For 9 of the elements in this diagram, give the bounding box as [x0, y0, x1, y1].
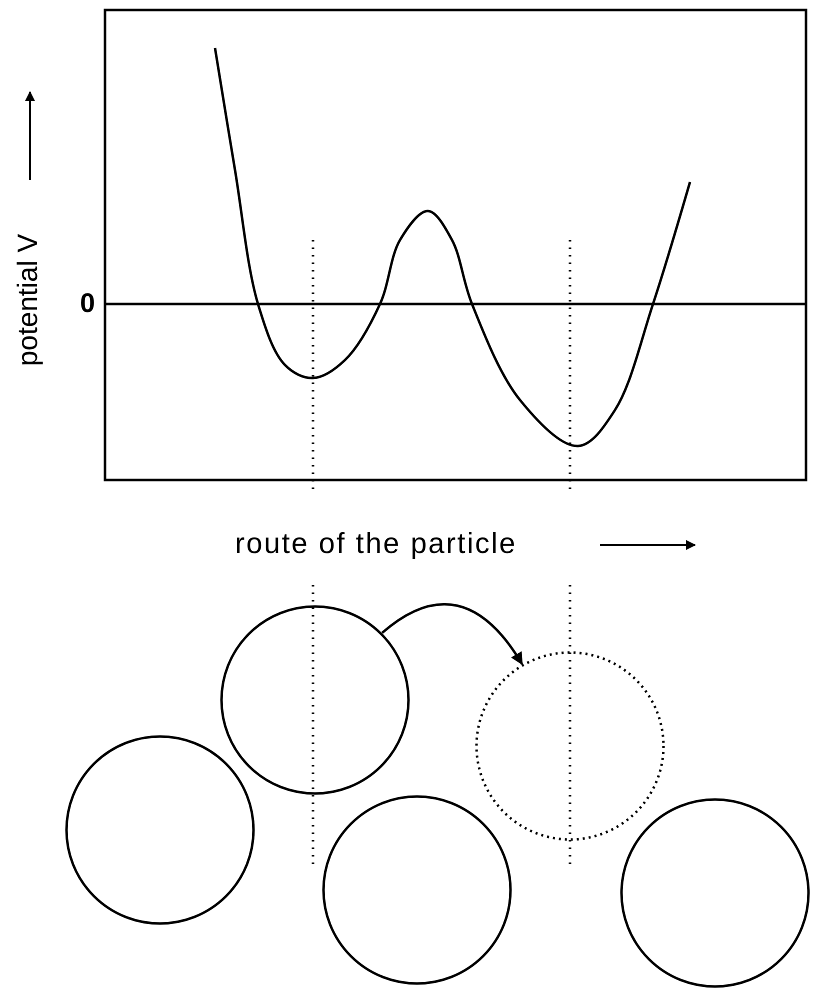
particle-circle: [65, 735, 255, 925]
dotted-particle-circle: [475, 651, 665, 841]
zero-label: 0: [80, 288, 96, 319]
particle-circle: [220, 605, 410, 795]
axis-label: route of the particle: [235, 528, 517, 561]
axis-label: potential V: [12, 234, 44, 366]
particle-circle: [322, 795, 512, 985]
particle-circle: [620, 798, 810, 988]
curved-arrow: [381, 602, 524, 666]
